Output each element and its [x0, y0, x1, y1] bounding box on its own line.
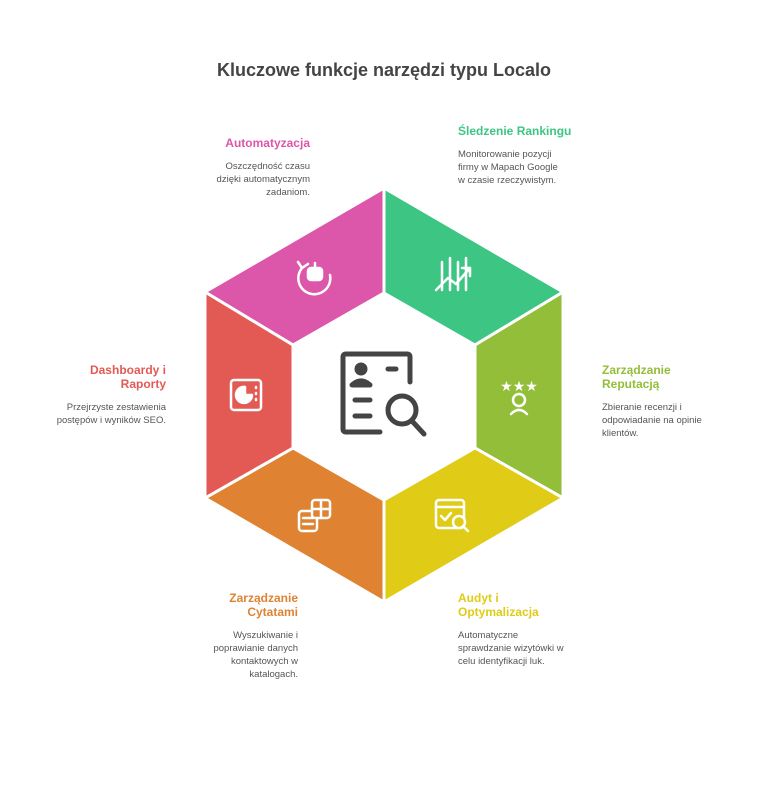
- feature-description: Przejrzyste zestawienia postępów i wynik…: [56, 402, 166, 426]
- feature-sledzenie-rankingu: Śledzenie Rankingu Monitorowanie pozycji…: [458, 124, 572, 187]
- feature-description: Zbieranie recenzji i odpowiadanie na opi…: [602, 402, 702, 439]
- feature-title: Śledzenie Rankingu: [458, 124, 572, 138]
- feature-dashboardy: Dashboardy i Raporty Przejrzyste zestawi…: [56, 363, 166, 427]
- diagram-title: Kluczowe funkcje narzędzi typu Localo: [216, 60, 552, 80]
- feature-zarzadzanie-reputacja: Zarządzanie Reputacją Zbieranie recenzji…: [602, 363, 702, 440]
- feature-description: Automatyczne sprawdzanie wizytówki w cel…: [458, 630, 564, 667]
- feature-title: Zarządzanie Reputacją: [602, 363, 671, 391]
- svg-text:★★★: ★★★: [500, 378, 538, 394]
- feature-title: Zarządzanie Cytatami: [229, 591, 298, 619]
- feature-title: Dashboardy i Raporty: [89, 363, 166, 391]
- feature-automatyzacja: Automatyzacja Oszczędność czasu dzięki a…: [160, 136, 310, 199]
- feature-audyt: Audyt i Optymalizacja Automatyczne spraw…: [458, 591, 568, 668]
- stars-user-icon: ★★★: [500, 378, 538, 416]
- feature-description: Oszczędność czasu dzięki automatycznym z…: [216, 161, 310, 198]
- robot-refresh-icon: [296, 260, 332, 296]
- documents-grid-icon: [297, 498, 332, 533]
- rising-chart-icon: [434, 256, 472, 292]
- pie-report-icon: [229, 378, 263, 412]
- feature-description: Wyszukiwanie i poprawianie danych kontak…: [213, 630, 298, 680]
- feature-title: Automatyzacja: [225, 136, 310, 150]
- feature-cytaty: Zarządzanie Cytatami Wyszukiwanie i popr…: [188, 591, 298, 681]
- feature-title: Audyt i Optymalizacja: [458, 591, 539, 619]
- feature-description: Monitorowanie pozycji firmy w Mapach Goo…: [458, 149, 558, 186]
- browser-check-search-icon: [434, 498, 470, 533]
- profile-search-icon: [340, 351, 427, 437]
